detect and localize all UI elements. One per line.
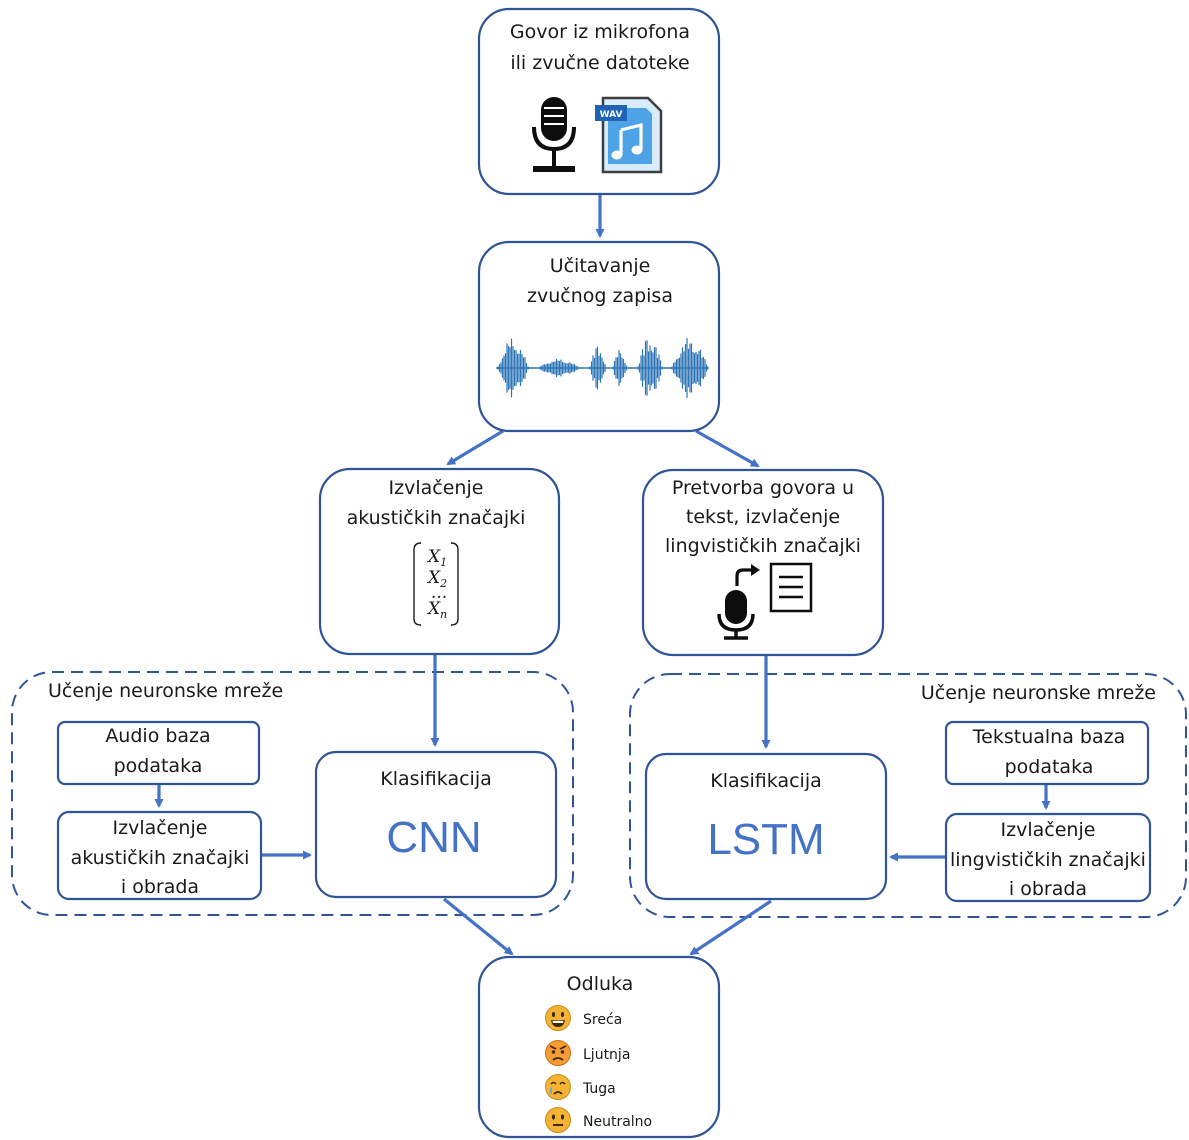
acoustic-prep-line1: Izvlačenje <box>113 817 208 839</box>
stt-title-line2: tekst, izvlačenje <box>686 506 840 528</box>
acoustic-prep-line3: i obrada <box>121 876 199 898</box>
text-database-box: Tekstualna baza podataka <box>944 720 1150 786</box>
audio-db-line2: podataka <box>114 755 203 777</box>
loading-box: Učitavanje zvučnog zapisa <box>477 240 721 433</box>
svg-text:Xn: Xn <box>426 599 447 621</box>
happy-emoji-icon <box>545 1005 571 1031</box>
linguistic-prep-line3: i obrada <box>1009 878 1087 900</box>
input-title-line2: ili zvučne datoteke <box>510 52 689 74</box>
wav-file-icon: WAV <box>595 96 663 174</box>
lstm-label: Klasifikacija <box>710 770 822 792</box>
cnn-model-name: CNN <box>386 813 481 862</box>
cnn-classifier-box: Klasifikacija CNN <box>314 750 558 899</box>
emotion-label-neutral: Neutralno <box>583 1114 652 1130</box>
linguistic-preprocessing-box: Izvlačenje lingvističkih značajki i obra… <box>944 812 1152 903</box>
audio-database-box: Audio baza podataka <box>56 720 261 786</box>
crying-emoji-icon <box>545 1074 571 1100</box>
acoustic-title-line2: akustičkih značajki <box>347 507 526 529</box>
feature-vector-icon: X1 X2 ... Xn <box>413 542 459 626</box>
flow-arrows <box>154 194 1051 956</box>
arrow-loading-to-stt <box>695 429 760 468</box>
wav-badge-text: WAV <box>600 110 623 120</box>
text-db-line1: Tekstualna baza <box>972 726 1125 748</box>
speech-to-text-icon <box>717 562 813 640</box>
linguistic-prep-line2: lingvističkih značajki <box>950 849 1146 871</box>
arrow-lstm-to-decision <box>689 899 772 956</box>
right-training-group <box>629 673 1187 918</box>
audio-db-line1: Audio baza <box>105 725 210 747</box>
acoustic-preprocessing-box: Izvlačenje akustičkih značajki i obrada <box>56 810 263 901</box>
cnn-label: Klasifikacija <box>380 768 492 790</box>
text-db-line2: podataka <box>1005 756 1094 778</box>
emotion-label-happy: Sreća <box>583 1012 622 1028</box>
input-title-line1: Govor iz mikrofona <box>510 21 690 43</box>
right-group-title: Učenje neuronske mreže <box>921 682 1156 704</box>
stt-title-line1: Pretvorba govora u <box>672 477 854 499</box>
loading-title-line1: Učitavanje <box>550 255 651 277</box>
svg-text:X1: X1 <box>426 547 447 569</box>
input-box: Govor iz mikrofona ili zvučne datoteke W… <box>477 7 721 196</box>
emotion-label-angry: Ljutnja <box>583 1047 630 1063</box>
microphone-icon <box>532 97 576 172</box>
emotion-label-sad: Tuga <box>582 1081 616 1097</box>
linguistic-prep-line1: Izvlačenje <box>1001 819 1096 841</box>
decision-title: Odluka <box>567 973 634 995</box>
angry-emoji-icon <box>545 1040 571 1066</box>
arrow-loading-to-acoustic <box>446 429 504 466</box>
waveform-icon <box>496 337 709 399</box>
arrow-cnn-to-decision <box>442 897 514 956</box>
acoustic-title-line1: Izvlačenje <box>389 477 484 499</box>
left-group-title: Učenje neuronske mreže <box>48 680 283 702</box>
stt-title-line3: lingvističkih značajki <box>665 535 861 557</box>
decision-box: Odluka Sreća Ljutnja Tuga <box>477 955 721 1139</box>
svg-text:...: ... <box>431 583 447 603</box>
speech-to-text-box: Pretvorba govora u tekst, izvlačenje lin… <box>641 468 885 657</box>
acoustic-extraction-box: Izvlačenje akustičkih značajki X1 X2 ...… <box>318 467 561 656</box>
acoustic-prep-line2: akustičkih značajki <box>71 847 250 869</box>
left-training-group <box>11 671 574 916</box>
neutral-emoji-icon <box>545 1107 571 1133</box>
lstm-classifier-box: Klasifikacija LSTM <box>644 752 888 901</box>
loading-title-line2: zvučnog zapisa <box>527 285 673 307</box>
svg-text:X2: X2 <box>426 568 447 590</box>
lstm-model-name: LSTM <box>707 815 824 864</box>
